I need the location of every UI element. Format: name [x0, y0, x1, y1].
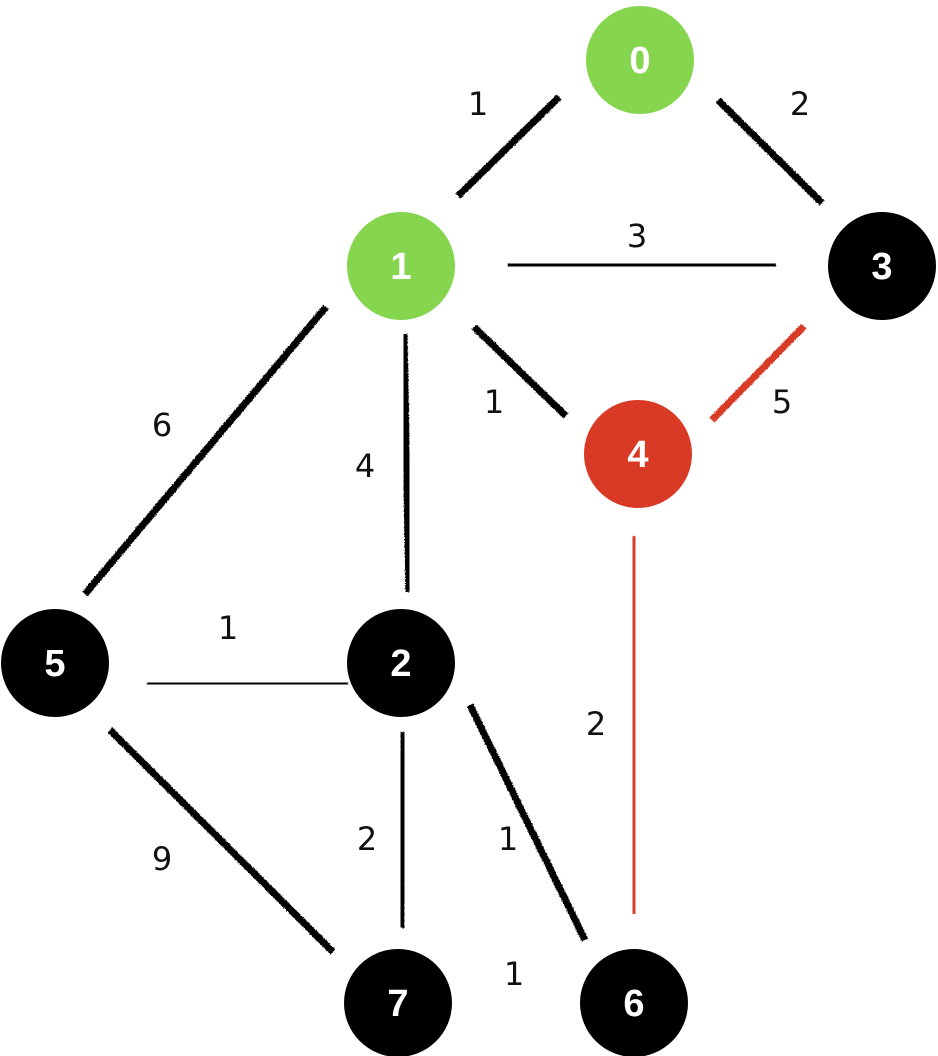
- edges-layer: [82, 94, 825, 1003]
- edge-weight-1-2: 4: [355, 447, 375, 485]
- nodes-layer: 0 1 2 3 4 5 6 7: [1, 6, 936, 1056]
- edge-weight-7-6: 1: [504, 955, 524, 993]
- edge-1-3: [507, 260, 777, 270]
- weights-layer: 1 2 3 1 5 6 4 2 1 9 2 1 1: [152, 85, 810, 993]
- node-label-4: 4: [627, 434, 648, 476]
- edge-weight-1-4: 1: [484, 383, 504, 421]
- node-3: 3: [828, 212, 936, 320]
- edge-weight-0-3: 2: [790, 85, 810, 123]
- edge-5-7: [107, 727, 336, 955]
- edge-weight-1-5: 6: [152, 406, 172, 444]
- node-circle-1: [347, 212, 455, 320]
- node-circle-3: [828, 212, 936, 320]
- edge-weight-2-7: 2: [357, 820, 377, 858]
- node-5: 5: [1, 609, 109, 717]
- edge-weight-2-6: 1: [498, 820, 518, 858]
- node-circle-7: [344, 949, 452, 1056]
- edge-0-3: [715, 97, 825, 206]
- node-circle-5: [1, 609, 109, 717]
- node-label-7: 7: [387, 983, 408, 1025]
- node-6: 6: [580, 949, 688, 1056]
- edge-1-4: [471, 324, 569, 419]
- edge-weight-0-1: 1: [468, 85, 488, 123]
- edge-weight-5-2: 1: [218, 609, 238, 647]
- edge-0-1: [455, 94, 562, 199]
- node-0: 0: [586, 6, 694, 114]
- node-label-2: 2: [390, 643, 411, 685]
- node-label-6: 6: [623, 983, 644, 1025]
- edge-weight-4-6: 2: [586, 705, 606, 743]
- node-7: 7: [344, 949, 452, 1056]
- node-2: 2: [347, 609, 455, 717]
- edge-3-4: [709, 323, 807, 423]
- edge-1-2: [400, 333, 413, 593]
- node-label-0: 0: [629, 40, 650, 82]
- edge-2-7: [397, 731, 408, 929]
- node-label-1: 1: [390, 246, 411, 288]
- node-label-5: 5: [44, 643, 65, 685]
- node-1: 1: [347, 212, 455, 320]
- edge-weight-1-3: 3: [627, 217, 647, 255]
- edge-1-5: [82, 304, 329, 597]
- edge-weight-5-7: 9: [152, 840, 172, 878]
- node-label-3: 3: [871, 246, 892, 288]
- edge-weight-3-4: 5: [772, 383, 792, 421]
- edge-2-6: [466, 703, 589, 942]
- node-circle-2: [347, 609, 455, 717]
- node-4: 4: [584, 400, 692, 508]
- node-circle-6: [580, 949, 688, 1056]
- edge-4-6: [629, 535, 639, 915]
- edge-5-2: [146, 679, 349, 688]
- node-circle-4: [584, 400, 692, 508]
- node-circle-0: [586, 6, 694, 114]
